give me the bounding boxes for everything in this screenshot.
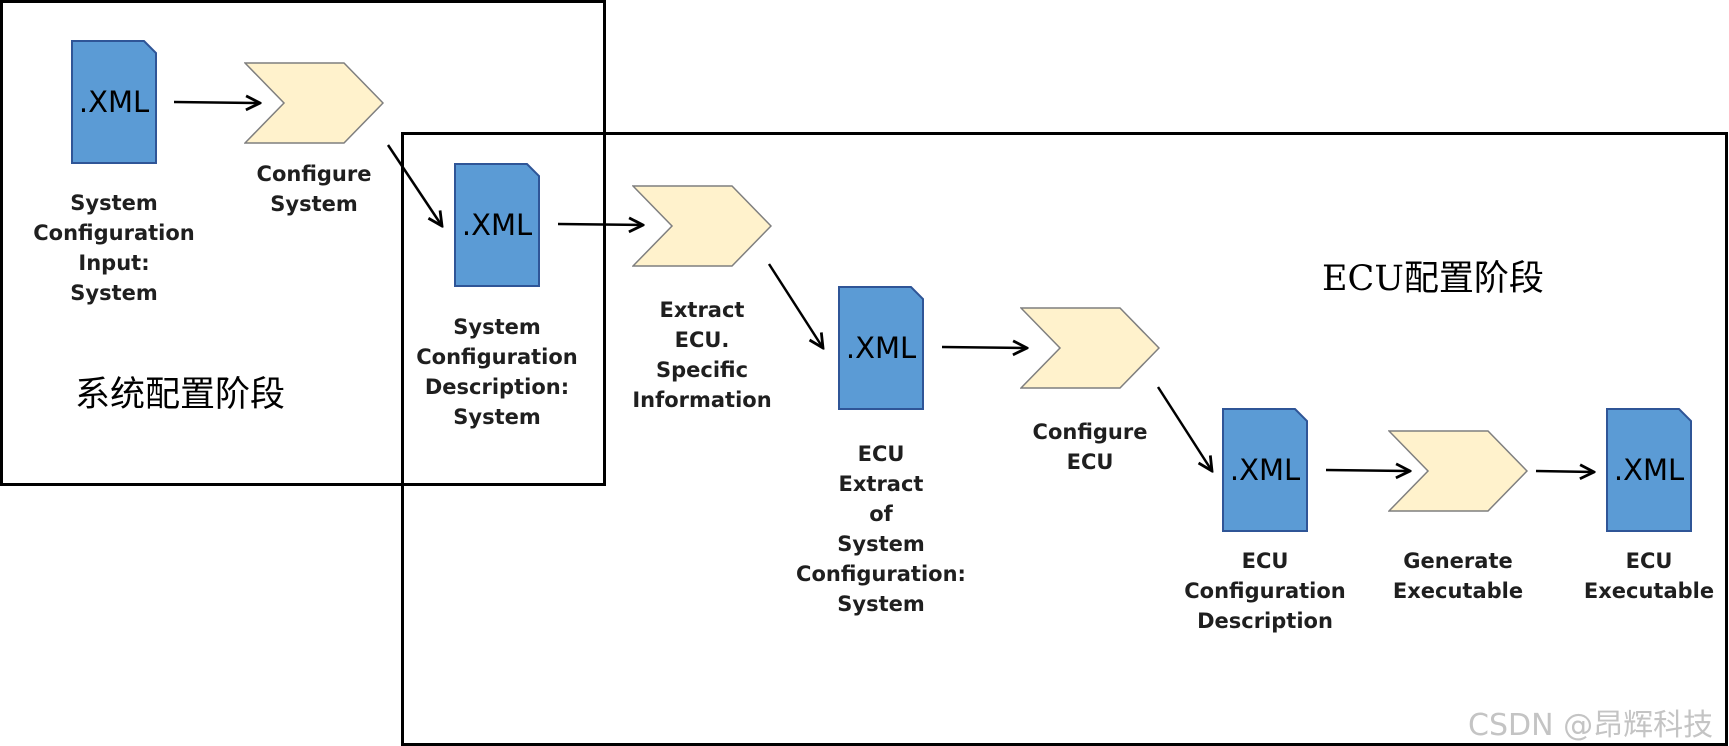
extract-ecu-label: Extract ECU. Specific Information <box>632 298 772 412</box>
arrow <box>767 263 823 348</box>
system-stage-title: 系统配置阶段 <box>75 375 286 415</box>
configure-ecu-label: Configure ECU <box>1032 420 1148 474</box>
xml-extension-label: .XML <box>1229 453 1301 487</box>
ecu-executable-document: .XML <box>1606 408 1692 532</box>
xml-extension-label: .XML <box>845 331 917 365</box>
system-config-stage-frame <box>0 0 606 486</box>
arrow <box>386 144 442 226</box>
ecu-stage-title: ECU配置阶段 <box>1322 259 1544 299</box>
extract-ecu-step <box>632 185 772 267</box>
system-config-input-document: .XML <box>71 40 157 164</box>
arrow <box>1325 470 1410 471</box>
arrow <box>941 347 1027 348</box>
system-config-description-document: .XML <box>454 163 540 287</box>
configure-ecu-step <box>1020 307 1160 389</box>
generate-executable-step <box>1388 430 1528 512</box>
arrow <box>173 102 260 103</box>
system-config-input-label: System Configuration Input: System <box>33 191 195 305</box>
arrow <box>1535 471 1594 472</box>
system-config-description-label: System Configuration Description: System <box>416 315 578 429</box>
arrow <box>1156 386 1212 471</box>
csdn-watermark: CSDN @昂辉科技 <box>1468 708 1714 743</box>
ecu-executable-label: ECU Executable <box>1583 549 1715 603</box>
configure-system-step <box>244 62 384 144</box>
generate-executable-label: Generate Executable <box>1392 549 1524 603</box>
arrow <box>557 224 643 225</box>
xml-extension-label: .XML <box>461 208 533 242</box>
ecu-config-description-label: ECU Configuration Description <box>1184 549 1346 633</box>
ecu-extract-document: .XML <box>838 286 924 410</box>
ecu-extract-label: ECU Extract of System Configuration: Sys… <box>796 442 966 616</box>
ecu-config-stage-frame <box>401 132 1728 746</box>
xml-extension-label: .XML <box>78 85 150 119</box>
ecu-config-description-document: .XML <box>1222 408 1308 532</box>
xml-extension-label: .XML <box>1613 453 1685 487</box>
configure-system-label: Configure System <box>256 162 372 216</box>
